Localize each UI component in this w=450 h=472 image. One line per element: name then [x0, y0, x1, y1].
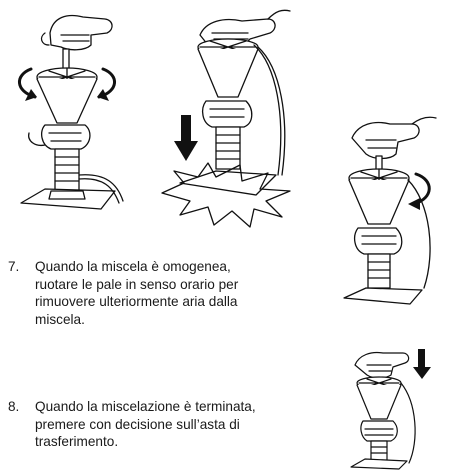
illustration-rotate-blades — [5, 5, 135, 215]
step-number: 8. — [8, 399, 20, 414]
step-text: Quando la miscelazione è terminata, prem… — [35, 399, 256, 449]
illustration-press-transfer-rod — [345, 345, 445, 470]
instruction-step-8: 8. Quando la miscelazione è terminata, p… — [8, 398, 308, 454]
step-number: 7. — [8, 259, 20, 274]
step-text: Quando la miscela è omogenea, ruotare le… — [35, 259, 239, 327]
illustration-press-down — [150, 5, 300, 230]
instruction-step-7: 7. Quando la miscela è omogenea, ruotare… — [8, 258, 308, 330]
illustration-rotate-clockwise — [338, 112, 448, 307]
